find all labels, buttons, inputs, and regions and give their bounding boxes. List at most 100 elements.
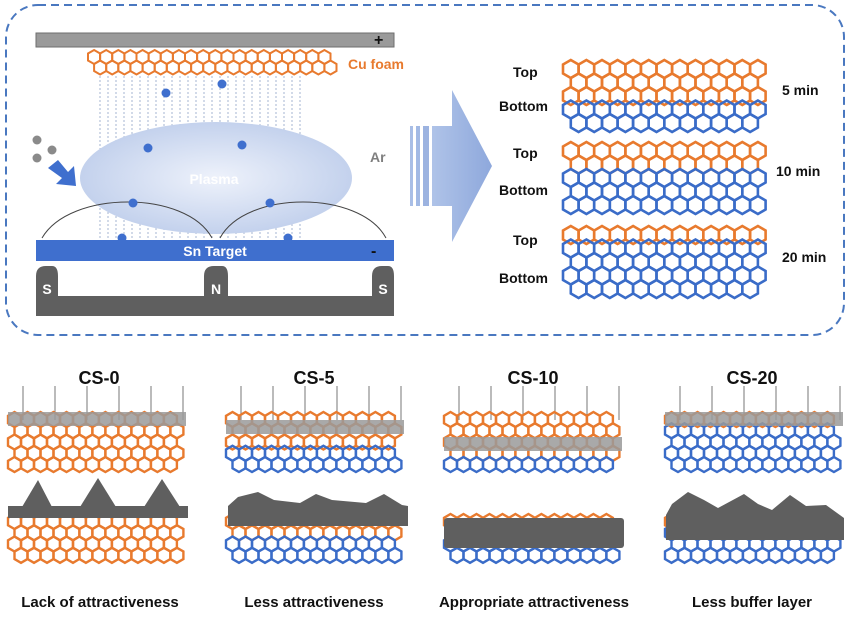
sn-deposit-band [444, 437, 622, 451]
deposit-band [8, 506, 188, 518]
sputtering-setup: + Cu foam Plasma Ar Sn Target [32, 32, 404, 316]
deposit-spike [144, 479, 180, 507]
hex-cell [735, 455, 751, 474]
hex-cell [19, 455, 36, 474]
hex-cell [694, 112, 713, 134]
hex-cell [323, 59, 338, 76]
panel-caption-cs10: Appropriate attractiveness [439, 594, 629, 611]
hex-cell [214, 59, 229, 76]
hex-cell [709, 455, 725, 474]
hex-cell [141, 59, 156, 76]
hex-cell [676, 546, 693, 565]
panel-title-cs0: CS-0 [78, 368, 119, 388]
panel-title-cs20: CS-20 [726, 368, 777, 388]
hex-cell [136, 455, 153, 474]
hex-cell [257, 455, 273, 474]
hex-cell [598, 455, 615, 474]
hex-cell [572, 455, 589, 474]
hex-cell [546, 455, 563, 474]
magnet-pole-left: S [42, 281, 51, 297]
panel-caption-cs5: Less attractiveness [244, 594, 383, 611]
deposit-spike [80, 478, 116, 507]
hex-cell [494, 455, 511, 474]
hex-cell [696, 455, 712, 474]
sample-10-top-label: Top [513, 145, 538, 161]
sample-meshes [561, 58, 767, 300]
hex-cell [806, 546, 823, 565]
sample-20-bottom-label: Bottom [499, 270, 548, 286]
ar-particle [32, 135, 42, 145]
process-arrow [410, 90, 492, 242]
hex-cell [662, 278, 682, 300]
hex-cell [733, 194, 752, 216]
hex-cell [600, 112, 619, 134]
panel-meshes [6, 386, 844, 565]
sample-stack-2 [561, 224, 767, 300]
hex-cell [309, 546, 325, 565]
deposit-ridge [228, 492, 408, 526]
hex-cell [335, 546, 351, 565]
hex-cell [715, 546, 732, 565]
hex-cell [270, 546, 286, 565]
hex-cell [561, 194, 580, 216]
hex-cell [475, 546, 491, 565]
hex-cell [156, 546, 172, 565]
hex-cell [117, 59, 132, 76]
sample-20-time-label: 20 min [782, 249, 826, 265]
hex-cell [455, 455, 472, 474]
anode-sign: + [374, 32, 383, 49]
hex-cell [143, 546, 159, 565]
sample-5-time-label: 5 min [782, 82, 819, 98]
hex-cell [202, 59, 217, 76]
hex-cell [309, 455, 325, 474]
hex-cell [374, 546, 390, 565]
ion-arrow [48, 160, 76, 186]
hex-cell [694, 278, 713, 300]
hex-cell [169, 546, 185, 565]
hex-cell [45, 455, 62, 474]
hex-cell [231, 546, 247, 565]
hex-cell [153, 59, 168, 76]
hex-cell [481, 455, 498, 474]
hex-cell [600, 278, 619, 300]
hex-cell [559, 455, 576, 474]
hex-cell [449, 546, 465, 565]
hex-cell [608, 194, 627, 216]
top-mesh [561, 58, 767, 107]
hex-cell [296, 455, 312, 474]
hex-cell [585, 455, 602, 474]
hex-cell [725, 112, 744, 134]
hex-cell [270, 455, 286, 474]
hex-cell [813, 455, 829, 474]
cu-foam [87, 48, 338, 76]
bottom-mesh [561, 237, 767, 300]
hex-cell [819, 546, 836, 565]
blue-mesh [224, 535, 403, 565]
hex-cell [238, 59, 253, 76]
hex-cell [678, 112, 697, 134]
sample-20-top-label: Top [513, 232, 538, 248]
hex-cell [702, 546, 719, 565]
sn-target-label: Sn Target [183, 243, 247, 259]
orange-mesh [6, 410, 185, 474]
hex-cell [566, 546, 582, 565]
field-arc-right [219, 201, 387, 239]
hex-cell [709, 278, 729, 300]
hex-cell [748, 224, 767, 246]
hex-cell [162, 455, 179, 474]
hex-cell [774, 455, 790, 474]
hex-cell [97, 455, 114, 474]
hex-cell [631, 278, 651, 300]
hex-cell [26, 546, 42, 565]
panel-caption-cs20: Less buffer layer [692, 594, 812, 611]
cu-foam-mesh [87, 48, 338, 76]
hex-cell [501, 546, 517, 565]
hex-cell [793, 546, 810, 565]
hex-cell [65, 546, 81, 565]
hex-cell [722, 455, 738, 474]
hex-cell [129, 59, 144, 76]
hex-cell [149, 455, 166, 474]
deposit-layers [8, 478, 844, 548]
hex-cell [91, 546, 107, 565]
top-mesh [561, 224, 767, 246]
